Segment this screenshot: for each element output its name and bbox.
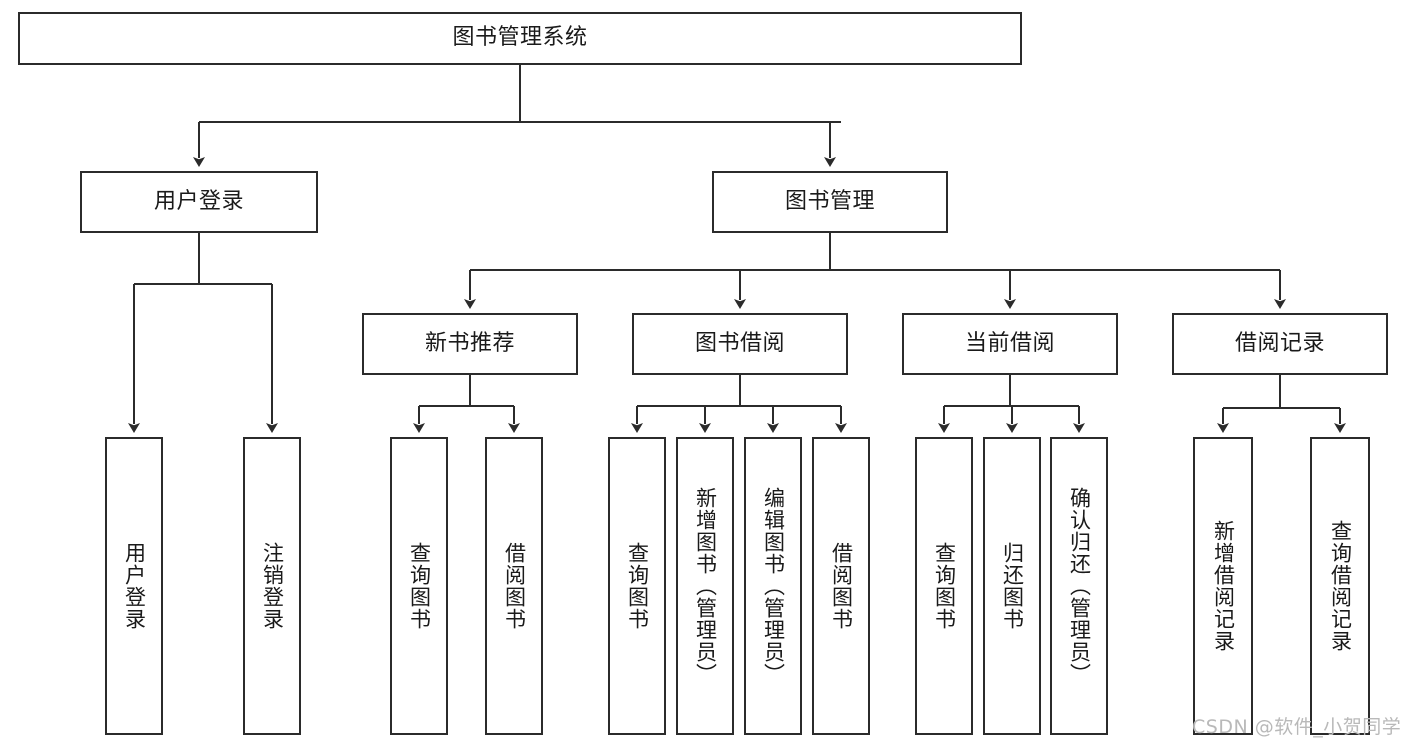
node-user-login[interactable]: 用户登录 [80, 171, 318, 233]
leaf-borrow-book-1-label: 借阅图书 [502, 542, 527, 630]
leaf-confirm-return-label: 确认归还（管理员） [1067, 487, 1092, 685]
leaf-add-book-label: 新增图书（管理员） [693, 487, 718, 685]
leaf-query-record[interactable]: 查询借阅记录 [1310, 437, 1370, 735]
leaf-query-book-2[interactable]: 查询图书 [608, 437, 666, 735]
leaf-borrow-book-1[interactable]: 借阅图书 [485, 437, 543, 735]
leaf-borrow-book-2-label: 借阅图书 [829, 542, 854, 630]
leaf-add-record[interactable]: 新增借阅记录 [1193, 437, 1253, 735]
leaf-query-record-label: 查询借阅记录 [1328, 520, 1353, 652]
leaf-return-book[interactable]: 归还图书 [983, 437, 1041, 735]
leaf-edit-book-label: 编辑图书（管理员） [761, 487, 786, 685]
node-borrow-record[interactable]: 借阅记录 [1172, 313, 1388, 375]
leaf-query-book-1-label: 查询图书 [407, 542, 432, 630]
node-borrow-record-label: 借阅记录 [1234, 330, 1325, 356]
leaf-borrow-book-2[interactable]: 借阅图书 [812, 437, 870, 735]
node-user-login-label: 用户登录 [153, 188, 244, 214]
leaf-user-login-label: 用户登录 [122, 542, 147, 630]
node-current-borrow[interactable]: 当前借阅 [902, 313, 1118, 375]
node-book-manage[interactable]: 图书管理 [712, 171, 948, 233]
leaf-add-book[interactable]: 新增图书（管理员） [676, 437, 734, 735]
node-current-borrow-label: 当前借阅 [964, 330, 1055, 356]
leaf-user-logout-label: 注销登录 [260, 542, 285, 630]
leaf-query-book-3[interactable]: 查询图书 [915, 437, 973, 735]
node-new-book-rec-label: 新书推荐 [424, 330, 515, 356]
leaf-query-book-1[interactable]: 查询图书 [390, 437, 448, 735]
leaf-add-record-label: 新增借阅记录 [1211, 520, 1236, 652]
leaf-confirm-return[interactable]: 确认归还（管理员） [1050, 437, 1108, 735]
node-new-book-rec[interactable]: 新书推荐 [362, 313, 578, 375]
csdn-watermark: CSDN @软件_小贺同学 [1192, 716, 1402, 738]
node-root-label: 图书管理系统 [452, 25, 588, 51]
node-book-borrow[interactable]: 图书借阅 [632, 313, 848, 375]
leaf-user-logout[interactable]: 注销登录 [243, 437, 301, 735]
node-root[interactable]: 图书管理系统 [18, 12, 1022, 65]
leaf-edit-book[interactable]: 编辑图书（管理员） [744, 437, 802, 735]
node-book-manage-label: 图书管理 [784, 188, 875, 214]
leaf-query-book-3-label: 查询图书 [932, 542, 957, 630]
node-book-borrow-label: 图书借阅 [694, 330, 785, 356]
leaf-user-login[interactable]: 用户登录 [105, 437, 163, 735]
leaf-query-book-2-label: 查询图书 [625, 542, 650, 630]
leaf-return-book-label: 归还图书 [1000, 542, 1025, 630]
